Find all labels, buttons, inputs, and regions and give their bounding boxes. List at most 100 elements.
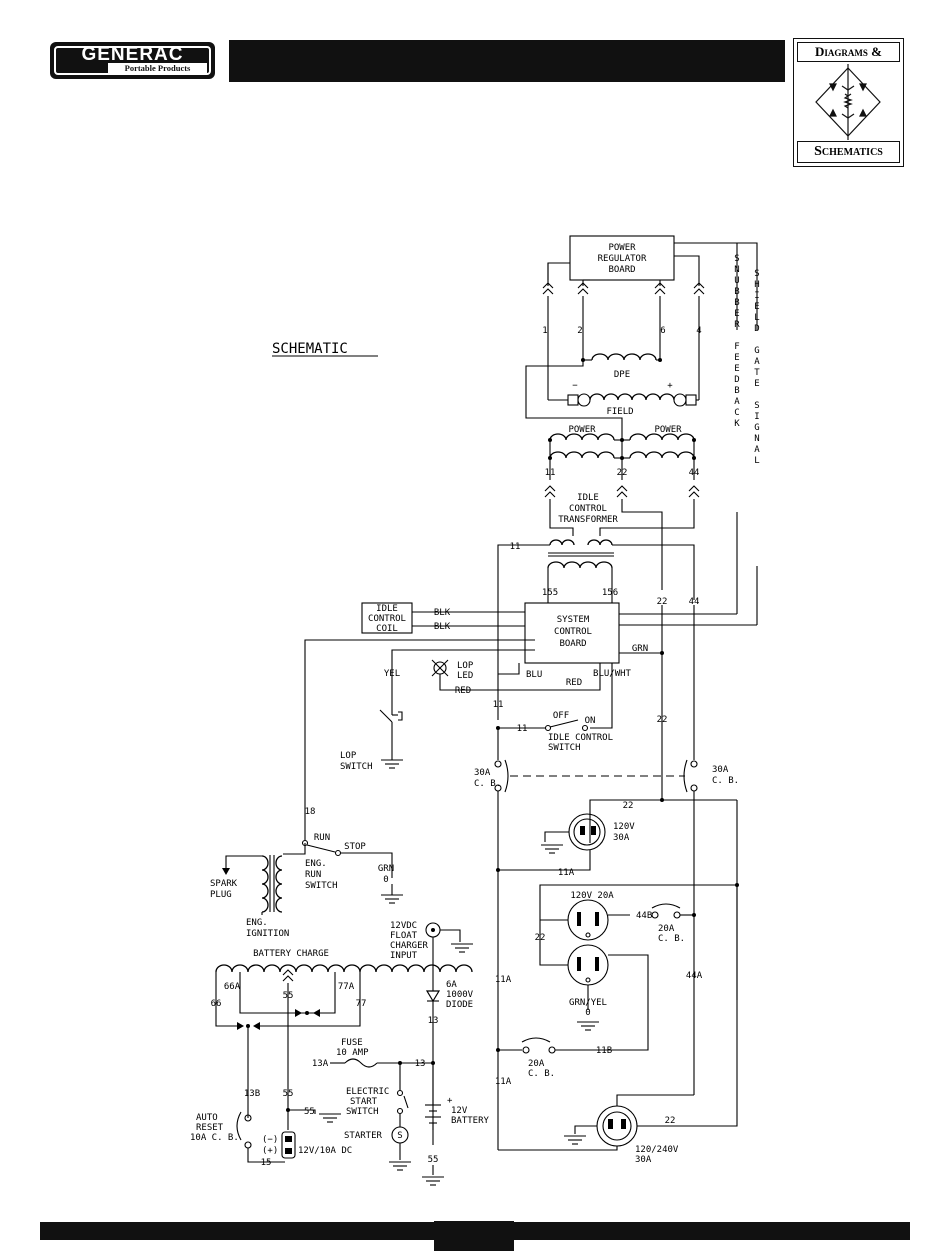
field-slip-ring-left — [577, 393, 591, 407]
wire-blu — [498, 663, 520, 675]
cb-30a-right — [683, 759, 688, 793]
off-label: OFF — [553, 711, 569, 721]
shield-wire — [674, 242, 758, 252]
wire-22-label: 22 — [617, 468, 628, 478]
badge-top-text: Diagrams & — [797, 42, 900, 62]
wire-blu-wht — [590, 663, 613, 729]
lop-led-label-2: LED — [457, 671, 473, 681]
diode-icon — [253, 1022, 260, 1030]
wire — [674, 255, 700, 286]
ground-symbol — [563, 1135, 587, 1145]
dc-minus-label: (−) — [262, 1135, 278, 1145]
wire-156-label: 156 — [602, 588, 618, 598]
wire-yel — [391, 649, 535, 715]
snubber-feedback-text: SNUBBER FEEDBACK — [732, 254, 742, 430]
cb20-right-label-2: C. B. — [658, 934, 685, 944]
field-brush-right — [685, 394, 697, 406]
eng-run-switch-label-1: ENG. — [305, 859, 327, 869]
power-winding-lower-right — [629, 451, 695, 459]
wire-77-label: 77 — [356, 999, 367, 1009]
dc-output-label: 12V/10A DC — [298, 1146, 352, 1156]
diode-label-2: 1000V — [446, 990, 474, 1000]
cb30-right-label-1: 30A — [712, 765, 729, 775]
system-control-board-label-1: SYSTEM — [557, 615, 590, 625]
battery-charge-winding — [215, 964, 473, 973]
pin-6-label: 6 — [660, 326, 665, 336]
ground-symbol — [450, 943, 474, 953]
red-label-2: RED — [566, 678, 582, 688]
eng-ignition-label-1: ENG. — [246, 918, 268, 928]
connector-22 — [616, 485, 628, 498]
wire-44b-label: 44B — [636, 911, 652, 921]
duplex-outlet-upper — [567, 899, 609, 941]
snubber-wire — [674, 242, 738, 252]
grn-yel-label-1: GRN/YEL — [569, 998, 607, 1008]
wire-55-mid-label: 55 — [283, 1089, 294, 1099]
ground-symbol — [380, 894, 404, 904]
wire-22 — [621, 499, 663, 590]
junction — [660, 651, 664, 655]
eng-run-switch-label-2: RUN — [305, 870, 321, 880]
start-switch-label-2: START — [350, 1097, 378, 1107]
ground-symbol — [576, 1021, 600, 1031]
wire-11a-label-3: 11A — [495, 1077, 512, 1087]
spark-plug-label-2: PLUG — [210, 890, 232, 900]
logo-subtitle: Portable Products — [108, 63, 207, 73]
spark-plug-label-1: SPARK — [210, 879, 238, 889]
start-switch-blade — [403, 1095, 409, 1109]
auto-reset-cb — [236, 1111, 242, 1141]
wire-13-mid-label: 13 — [415, 1059, 426, 1069]
power-regulator-board — [569, 235, 675, 281]
ground-symbol — [318, 1113, 342, 1123]
power-winding-lower-left — [549, 451, 615, 459]
dpe-label: DPE — [614, 370, 630, 380]
dc-outlet — [281, 1131, 296, 1159]
shield-gate-signal-text: SHIELD GATE SIGNAL — [752, 269, 762, 467]
field-brush-left — [567, 394, 579, 406]
wire-66a-label: 66A — [224, 982, 241, 992]
wire-22 — [589, 799, 737, 843]
run-label: RUN — [314, 833, 330, 843]
r120v30a-label-1: 120V — [613, 822, 635, 832]
field-winding — [589, 393, 675, 401]
junction — [548, 456, 552, 460]
idle-coil-label-3: COIL — [376, 624, 398, 634]
cb20-bottom-label-1: 20A — [528, 1059, 545, 1069]
starter-s-label: S — [397, 1131, 402, 1141]
diagrams-schematics-badge: Diagrams & Schematics — [793, 38, 904, 167]
float-charger-label-4: INPUT — [390, 951, 418, 961]
wire-11-left-label: 11 — [510, 542, 521, 552]
ground-symbol — [388, 1161, 412, 1171]
wire-66-label: 66 — [211, 999, 222, 1009]
idle-transformer-label-2: CONTROL — [569, 504, 607, 514]
wire-11a-label-1: 11A — [558, 868, 575, 878]
lop-switch-contact — [379, 709, 393, 723]
system-control-board — [524, 602, 620, 664]
starter-label: STARTER — [344, 1131, 383, 1141]
spark-plug-arrow-icon — [222, 868, 230, 875]
ignition-secondary — [275, 855, 283, 913]
blu-label: BLU — [526, 670, 542, 680]
pin-1-label: 1 — [542, 326, 547, 336]
idle-transformer-label-1: IDLE — [577, 493, 599, 503]
snubber-feedback-label: SNUBBER FEEDBACK — [732, 254, 742, 430]
wire-13b-label: 13B — [244, 1089, 260, 1099]
wire-red — [439, 663, 601, 691]
dc-plus-label: (+) — [262, 1146, 278, 1156]
diode-icon — [295, 1009, 302, 1017]
power-regulator-board-label-3: BOARD — [608, 265, 635, 275]
idle-coil-label-2: CONTROL — [368, 614, 406, 624]
red-label-1: RED — [455, 686, 471, 696]
wire-44 — [612, 544, 695, 600]
grn-label: GRN — [632, 644, 648, 654]
wire-15-label: 15 — [261, 1158, 272, 1168]
power-regulator-board-label-2: REGULATOR — [598, 254, 647, 264]
wire-22-recept-label: 22 — [623, 801, 634, 811]
system-control-board-label-3: BOARD — [559, 639, 586, 649]
cb30-right-label-2: C. B. — [712, 776, 739, 786]
cb-20a-right — [651, 903, 681, 909]
idle-transformer-label-3: TRANSFORMER — [558, 515, 618, 525]
dpe-return-wire — [525, 360, 623, 440]
junction — [620, 456, 624, 460]
